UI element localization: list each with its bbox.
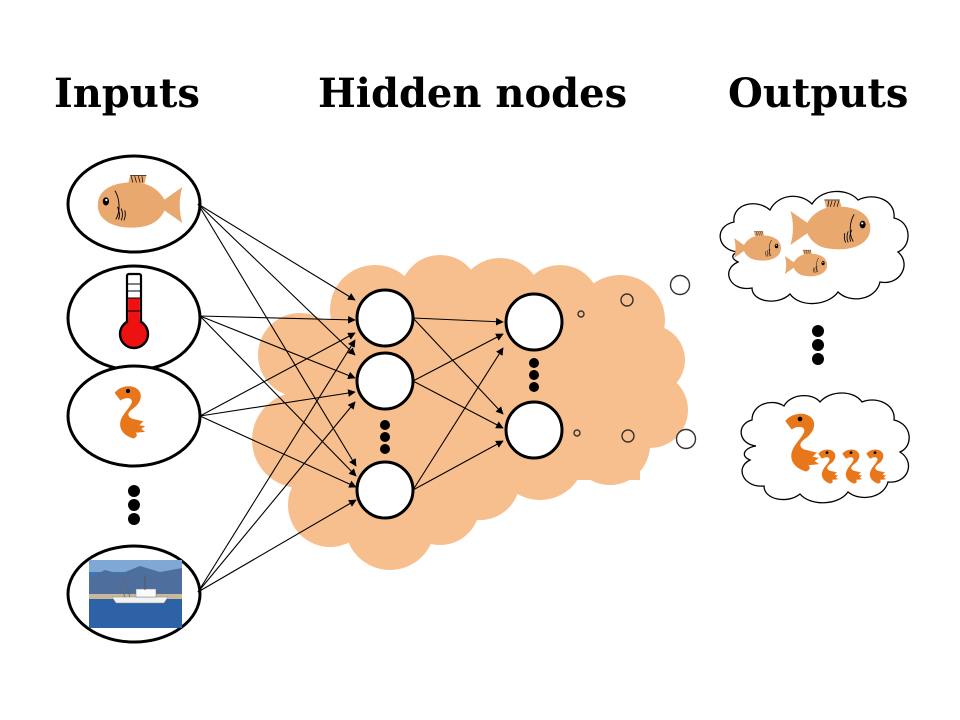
outputs-heading: Outputs bbox=[728, 70, 909, 117]
inputs-heading: Inputs bbox=[54, 70, 200, 117]
bubble-medium-top bbox=[620, 293, 634, 307]
thermometer-icon bbox=[118, 272, 150, 350]
edge-input4-hidden1-0 bbox=[197, 339, 356, 593]
edge-input0-hidden1-1 bbox=[197, 203, 356, 356]
input-node-shrimp bbox=[66, 364, 202, 468]
input-layer bbox=[66, 154, 202, 644]
hidden2-node-1 bbox=[504, 292, 564, 352]
edge-hidden1-2-hidden2-0 bbox=[412, 347, 504, 491]
thought-bubbles bbox=[573, 274, 697, 450]
edge-input2-hidden1-0 bbox=[199, 332, 356, 417]
edge-input4-hidden1-1 bbox=[197, 401, 356, 593]
edge-hidden1-1-hidden2-0 bbox=[412, 333, 504, 382]
edge-input0-hidden1-0 bbox=[197, 203, 356, 301]
edge-input1-hidden1-2 bbox=[199, 315, 357, 477]
hidden1-ellipsis-icon bbox=[380, 420, 390, 454]
edge-input1-hidden1-0 bbox=[199, 315, 356, 324]
edge-input2-hidden1-1 bbox=[199, 389, 356, 417]
hidden-layers bbox=[355, 288, 564, 520]
hidden1-node-n bbox=[355, 460, 415, 520]
bubble-small-bottom bbox=[573, 429, 581, 437]
output-ellipsis-icon bbox=[812, 325, 824, 365]
hidden2-ellipsis-icon bbox=[529, 358, 539, 392]
hidden2-node-n bbox=[504, 400, 564, 460]
edge-hidden1-0-hidden2-1 bbox=[412, 317, 504, 415]
hidden-nodes-heading: Hidden nodes bbox=[318, 70, 628, 117]
bubble-medium-bottom bbox=[621, 429, 635, 443]
output-cloud-fish bbox=[719, 190, 909, 305]
edge-hidden1-2-hidden2-1 bbox=[412, 440, 504, 491]
edge-hidden1-0-hidden2-0 bbox=[412, 317, 504, 326]
hidden1-node-2 bbox=[355, 351, 415, 411]
edge-input1-hidden1-1 bbox=[199, 315, 356, 380]
output-cloud-shrimp bbox=[740, 392, 910, 504]
bubble-large-bottom bbox=[675, 428, 697, 450]
bubble-large-top bbox=[669, 274, 691, 296]
bubble-small-top bbox=[577, 310, 585, 318]
edge-input0-hidden1-2 bbox=[197, 203, 357, 467]
hidden1-node-1 bbox=[355, 288, 415, 348]
edge-input2-hidden1-2 bbox=[199, 415, 357, 488]
edges-group bbox=[197, 203, 504, 593]
edge-hidden1-1-hidden2-1 bbox=[412, 380, 504, 429]
vertical-ellipsis-icon bbox=[128, 485, 140, 525]
fishing-boat-photo bbox=[89, 560, 182, 628]
edge-input4-hidden1-2 bbox=[197, 499, 357, 593]
